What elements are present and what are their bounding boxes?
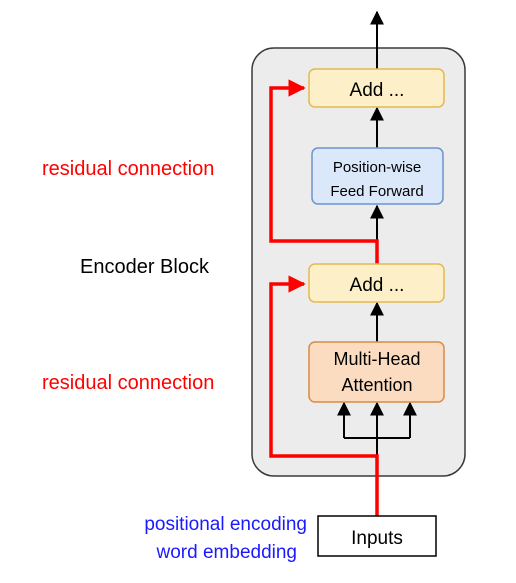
encoder-block-label: Encoder Block [80, 256, 210, 278]
multi-head-attention-label-line2: Attention [341, 375, 412, 395]
multi-head-attention-label-line1: Multi-Head [333, 349, 420, 369]
add-norm-bottom-label: Add ... [350, 275, 405, 296]
feed-forward-label-line1: Position-wise [333, 159, 421, 176]
feed-forward-box [311, 147, 444, 205]
add-norm-top-box [308, 68, 445, 108]
add-norm-top-label: Add ... [350, 80, 405, 101]
feed-forward-label-line2: Feed Forward [330, 183, 423, 200]
word-embedding-label: word embedding [156, 542, 297, 563]
qkv-arrows [337, 401, 417, 456]
residual-path-top [269, 79, 379, 264]
inputs-label: Inputs [351, 528, 403, 549]
residual-path-bottom [269, 275, 379, 516]
encoder-block-container [251, 47, 466, 477]
positional-encoding-label: positional encoding [144, 514, 307, 535]
residual-connection-label-bottom: residual connection [42, 372, 214, 394]
add-norm-bottom-box [308, 263, 445, 303]
residual-connection-label-top: residual connection [42, 158, 214, 180]
inputs-box [317, 515, 437, 557]
multi-head-attention-box [308, 341, 445, 403]
